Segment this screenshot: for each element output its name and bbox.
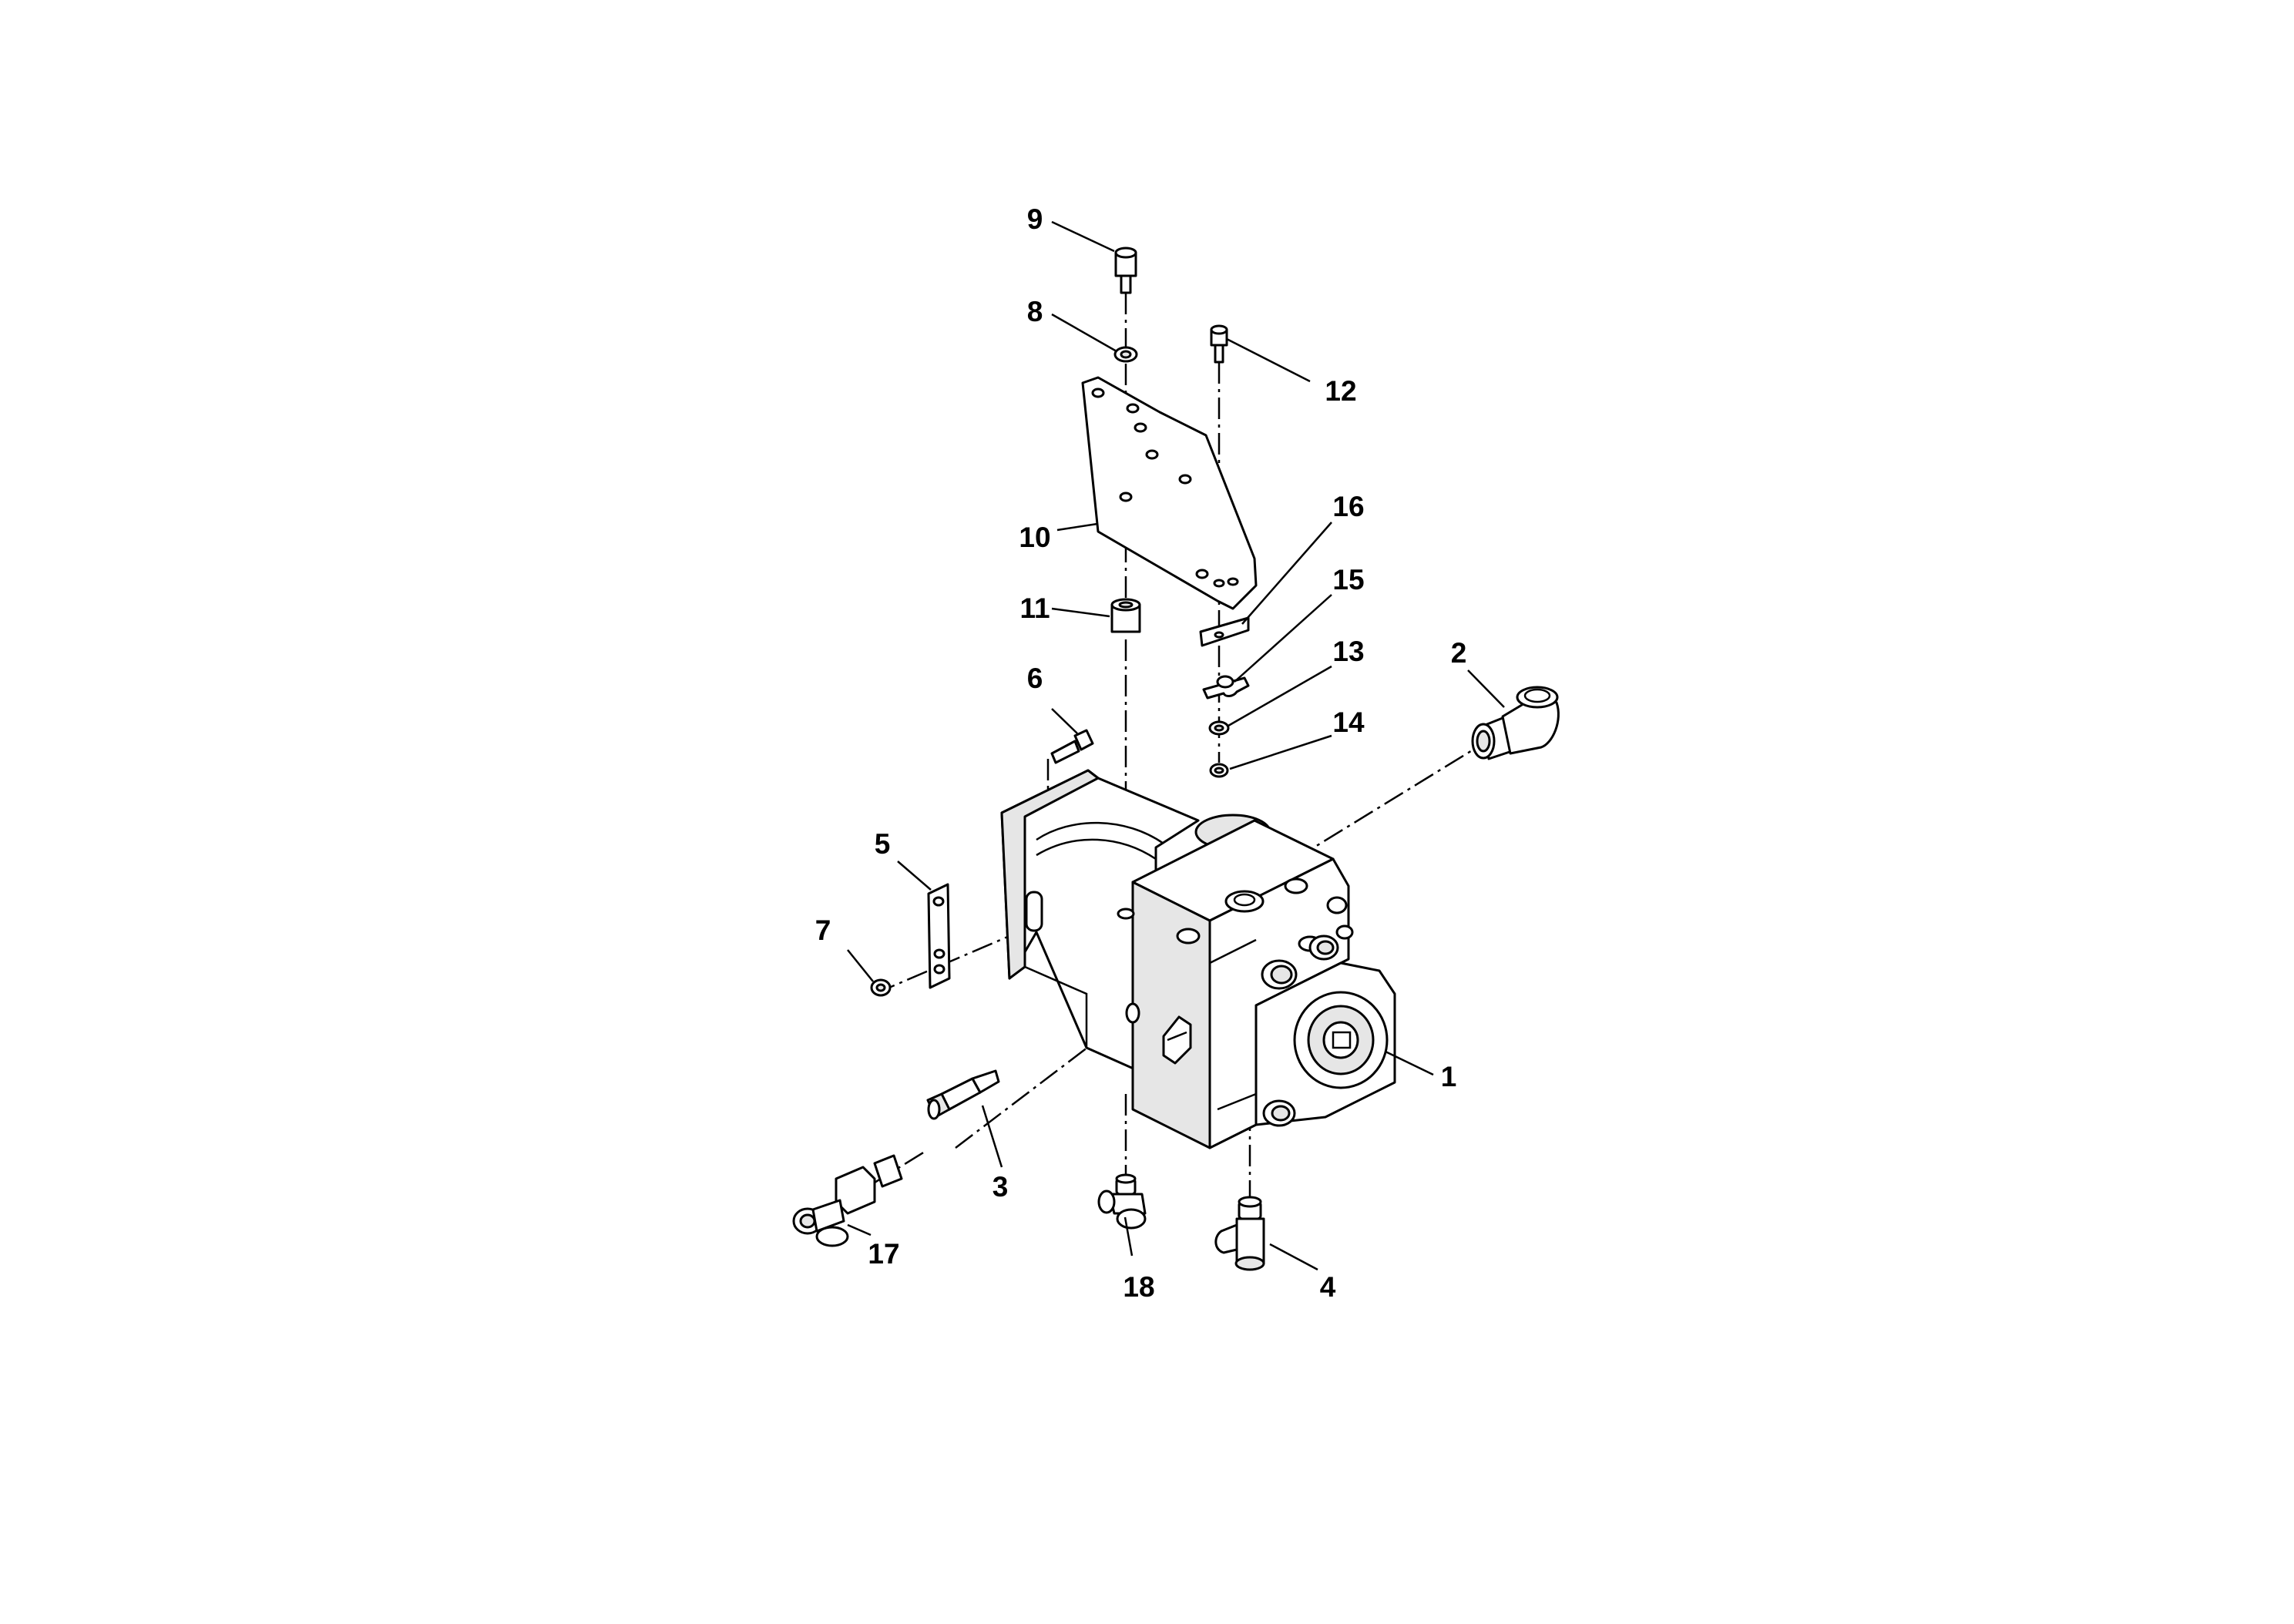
washer-part-8 [1113,346,1138,363]
callout-4: 4 [1320,1271,1336,1303]
callout-15: 15 [1332,564,1364,596]
callout-2: 2 [1451,637,1467,669]
callout-labels: 1 2 3 4 5 6 7 8 9 10 11 12 13 14 15 16 1… [815,203,1467,1303]
callout-14: 14 [1332,706,1365,738]
spacer-part-11 [1110,598,1141,633]
callout-8: 8 [1027,296,1043,327]
bolt-part-12 [1210,324,1228,364]
callout-11: 11 [1019,592,1050,624]
mounting-plate-part-10 [1081,376,1258,610]
leader-lines [847,220,1505,1271]
clamp-part-15 [1202,675,1250,700]
nut-part-14 [1209,763,1229,778]
callout-7: 7 [815,914,831,946]
callout-9: 9 [1027,203,1043,235]
bolt-part-9 [1114,247,1137,294]
tee-fitting-part-4 [1214,1196,1265,1271]
pump-body-part-1 [1000,769,1396,1149]
callout-16: 16 [1332,491,1364,522]
callout-6: 6 [1027,663,1043,694]
plate-part-16 [1199,616,1250,647]
elbow-fitting-part-18 [1097,1173,1147,1230]
adapter-part-3 [926,1069,1000,1120]
callout-10: 10 [1019,522,1050,553]
callout-18: 18 [1123,1271,1154,1303]
callout-17: 17 [868,1238,899,1270]
washer-part-13 [1208,720,1230,736]
callout-3: 3 [992,1171,1009,1203]
callout-1: 1 [1441,1061,1457,1092]
callout-13: 13 [1332,636,1364,667]
bracket-plate-part-5 [927,883,951,989]
elbow-fitting-part-2 [1471,686,1560,760]
callout-12: 12 [1325,375,1356,407]
screw-part-6 [1050,729,1094,764]
banjo-fitting-part-17 [792,1154,903,1247]
callout-5: 5 [875,828,891,860]
nut-part-7 [870,978,892,997]
